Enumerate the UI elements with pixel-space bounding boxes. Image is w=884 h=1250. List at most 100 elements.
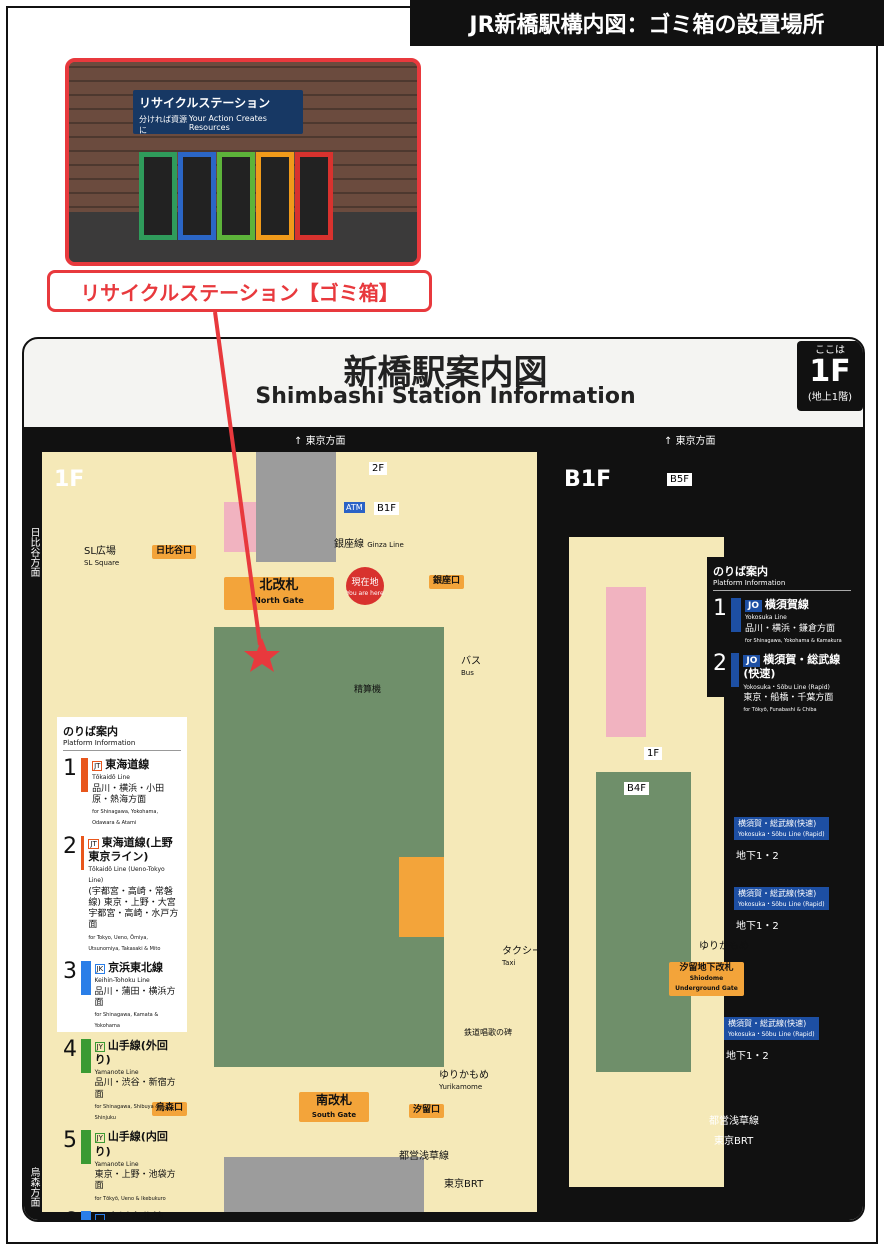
platform-number: 2 — [713, 651, 727, 676]
line-color-bar — [81, 961, 91, 995]
fare-adjust-north: 精算機 — [354, 685, 382, 695]
platform-number: 6 — [63, 1208, 77, 1222]
line-dest: 品川・横浜・鎌倉方面 — [745, 623, 836, 634]
line-name-en: Yokosuka Line — [745, 614, 787, 622]
line-dest: 東京・上野・池袋方面 — [94, 1170, 176, 1192]
floor-label-1f: 1F — [54, 467, 85, 492]
karasumori-exit: 烏森口 — [152, 1102, 188, 1116]
yurikamome-1f: ゆりかもめ — [439, 1070, 489, 1081]
rapid-jp: 横須賀・総武線(快速) — [728, 1019, 807, 1028]
line-dest-en: for Shinagawa, Yokohama & Kamakura — [745, 637, 842, 644]
tracks-label: 地下1・2 — [726, 1051, 769, 1062]
shiodome-exit: 汐留口 — [409, 1104, 445, 1118]
stairs-b4f: B4F — [624, 782, 649, 795]
trash-bin — [139, 152, 177, 240]
platform-info-title-en: Platform Information — [63, 739, 181, 751]
rapid-en: Yokosuka・Sōbu Line (Rapid) — [728, 1030, 815, 1038]
line-dest: (宇都宮・高崎・常磐線) 東京・上野・大宮 宇都宮・高崎・水戸方面 — [88, 886, 179, 931]
taxi-en: Taxi — [502, 959, 516, 967]
direction-tokyo-1f: ↑ 東京方面 — [294, 436, 346, 447]
line-color-bar — [731, 598, 741, 632]
line-dest: 東京・船橋・千葉方面 — [743, 692, 834, 703]
direction-text: 東京方面 — [305, 436, 346, 447]
line-name-en: Tōkaidō Line — [92, 774, 131, 782]
current-floor-badge: ここは 1F (地上1階) — [797, 341, 863, 411]
tracks-label: 地下1・2 — [736, 921, 779, 932]
line-dest: 品川・蒲田・横浜方面 — [94, 986, 176, 1008]
line-name: 山手線(外回り) — [94, 1038, 168, 1066]
line-name: 京浜東北線 — [108, 961, 164, 974]
north-gate-en: North Gate — [254, 596, 304, 606]
north-gate-jp: 北改札 — [259, 578, 299, 593]
line-code: JT — [92, 761, 103, 771]
line-name-en: Tōkaidō Line (Ueno-Tokyo Line) — [88, 866, 165, 885]
platform-info-title-en: Platform Information — [713, 579, 851, 591]
tokyo-brt-b1f: 東京BRT — [714, 1136, 754, 1147]
rapid-line-label: 横須賀・総武線(快速) Yokosuka・Sōbu Line (Rapid) — [724, 1017, 819, 1041]
line-code: JO — [745, 600, 762, 612]
toei-asakusa-b1f: 都営浅草線 — [709, 1116, 759, 1127]
line-code: JK — [94, 1213, 106, 1222]
stairs-b1f: B1F — [374, 502, 399, 515]
banner-sub-en: Your Action Creates Resources — [188, 114, 267, 132]
station-info-board: 新橋駅案内図 Shimbashi Station Information ここは… — [22, 337, 865, 1222]
direction-karasumori: 烏森方面 — [28, 1167, 39, 1207]
platform-row: 2 JO 横須賀・総武線(快速)Yokosuka・Sōbu Line (Rapi… — [713, 653, 851, 715]
floor-label-b1f: B1F — [564, 467, 612, 492]
line-code: JK — [94, 964, 106, 974]
line-code: JY — [94, 1041, 105, 1052]
direction-tokyo-b1f: ↑ 東京方面 — [664, 436, 716, 447]
bus: バス — [461, 656, 481, 667]
line-color-bar — [81, 1210, 91, 1220]
banner-sub-jp: 分ければ資源に — [139, 115, 187, 135]
bus-label: バス Bus — [461, 652, 481, 678]
sl-square: SL広場 — [84, 546, 116, 557]
line-dest-en: for Tōkyō, Funabashi & Chiba — [743, 707, 817, 713]
banner-title: リサイクルステーション — [139, 96, 271, 110]
ginza-line: 銀座線 — [334, 539, 364, 550]
line-code: JY — [94, 1133, 105, 1144]
stairs-b5f: B5F — [667, 473, 692, 486]
recycle-banner: リサイクルステーション 分ければ資源に Your Action Creates … — [133, 90, 303, 135]
rapid-en: Yokosuka・Sōbu Line (Rapid) — [738, 900, 825, 908]
here-label: ここは — [815, 345, 845, 356]
platform-number: 1 — [63, 756, 77, 781]
ginza-line-label: 銀座線 Ginza Line — [334, 535, 404, 550]
platform-number: 1 — [713, 596, 727, 621]
line-dest: 品川・横浜・小田原・熱海方面 — [92, 783, 165, 805]
line-color-bar — [81, 835, 85, 870]
south-gate-en: South Gate — [311, 1111, 357, 1120]
line-name-en: Yamanote Line — [94, 1069, 139, 1076]
here-note: (地上1階) — [807, 392, 853, 403]
platform-number: 3 — [63, 959, 77, 984]
rapid-line-label: 横須賀・総武線(快速)Yokosuka・Sōbu Line (Rapid) — [734, 817, 829, 841]
ginza-exit: 銀座口 — [429, 575, 465, 589]
here-floor: 1F — [809, 354, 851, 389]
rapid-en: Yokosuka・Sōbu Line (Rapid) — [738, 830, 825, 838]
line-dest-en: for Shinagawa, Kamata & Yokohama — [94, 1012, 159, 1030]
line-dest-en: for Tōkyō, Ueno & Ikebukuro — [94, 1195, 166, 1202]
tokyo-brt-1f: 東京BRT — [444, 1179, 484, 1190]
bus-en: Bus — [461, 669, 474, 677]
line-color-bar — [731, 653, 740, 687]
line-name-en: Yokosuka・Sōbu Line (Rapid) — [743, 683, 830, 691]
platform-number: 2 — [63, 833, 77, 859]
shiodome-gate-en: Shiodome Underground Gate — [675, 974, 738, 992]
platform-number: 4 — [63, 1036, 77, 1062]
line-color-bar — [81, 1038, 91, 1073]
you-are-here-en: You are here — [346, 590, 384, 597]
platform-row: 2 JT 東海道線(上野東京ライン)Tōkaidō Line (Ueno-Tok… — [63, 833, 181, 955]
